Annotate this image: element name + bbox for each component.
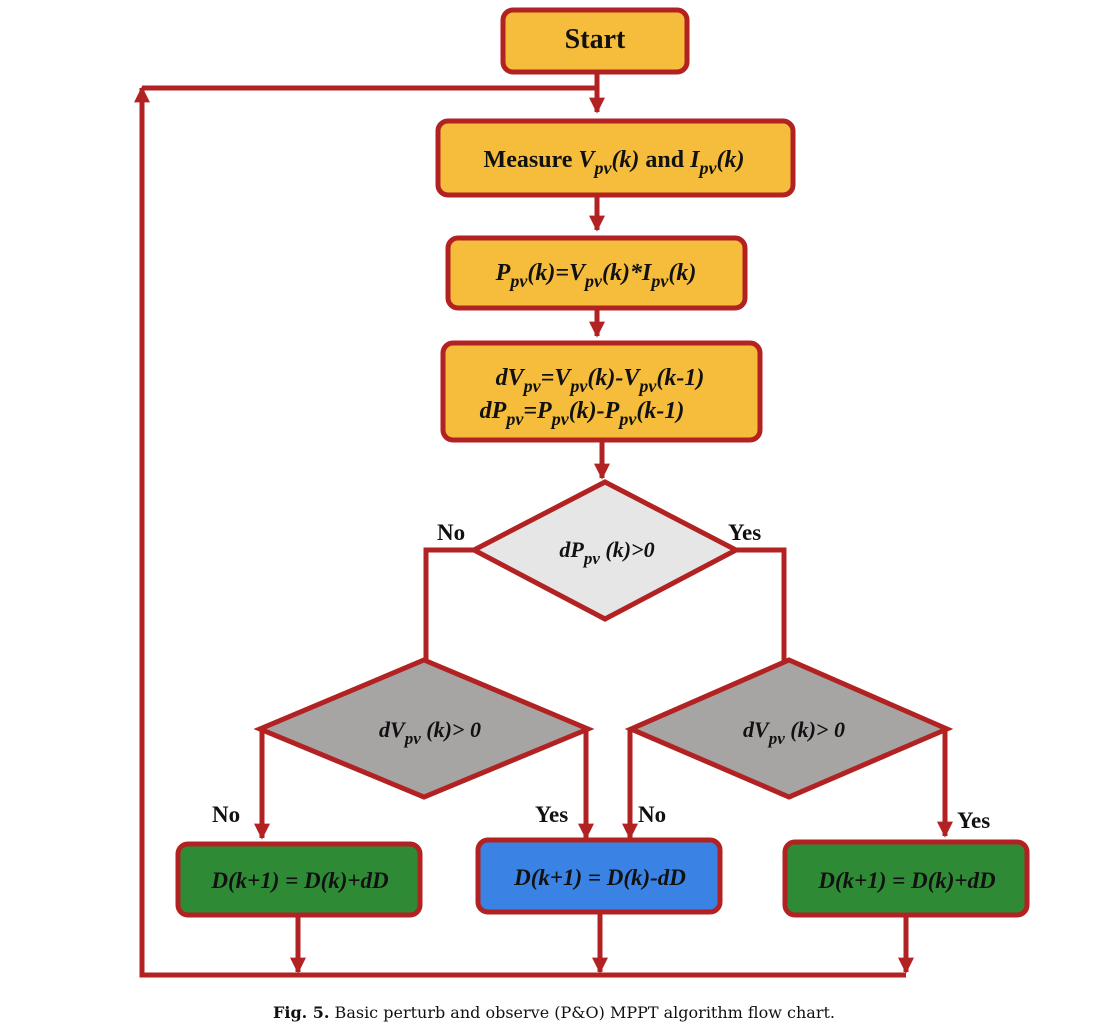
decision-power-diamond	[468, 479, 742, 622]
label-yes-top: Yes	[728, 520, 761, 545]
label-no-left: No	[212, 802, 240, 827]
power-formula: Ppv(k)=Vpv(k)*Ipv(k)	[495, 260, 697, 291]
label-no-right: No	[638, 802, 666, 827]
power-box	[445, 235, 748, 311]
start-label: Start	[565, 24, 626, 55]
decision-voltage-right-diamond	[624, 657, 954, 800]
figure-caption: Fig. 5. Basic perturb and observe (P&O) …	[0, 1003, 1108, 1022]
power-difference-formula: dPpv=Ppv(k)-Ppv(k-1)	[480, 398, 685, 429]
arrow-decision-yes-branch	[734, 547, 787, 662]
flowchart-diagram: Start Measure Vpv(k) and Ipv(k) Ppv(k)=V…	[133, 7, 1030, 978]
action-increase-left-label: D(k+1) = D(k)+dD	[210, 868, 389, 893]
decision-voltage-left-diamond	[253, 657, 595, 800]
measure-box	[435, 118, 796, 198]
caption-text: Basic perturb and observe (P&O) MPPT alg…	[329, 1003, 835, 1022]
feedback-loop	[133, 86, 906, 978]
decision-voltage-left-label: dVpv (k)> 0	[379, 717, 481, 748]
arrow-decision-no-branch	[423, 547, 476, 662]
label-no-top: No	[437, 520, 465, 545]
decision-power-label: dPpv (k)>0	[559, 537, 654, 568]
label-yes-left: Yes	[535, 802, 568, 827]
action-increase-right-label: D(k+1) = D(k)+dD	[817, 868, 996, 893]
action-increase-left-box	[175, 841, 423, 918]
decision-voltage-right-label: dVpv (k)> 0	[743, 717, 845, 748]
difference-box	[440, 340, 763, 443]
label-yes-right: Yes	[957, 808, 990, 833]
figure-number: Fig. 5.	[273, 1003, 330, 1022]
measure-label: Measure Vpv(k) and Ipv(k)	[484, 147, 745, 178]
voltage-difference-formula: dVpv=Vpv(k)-Vpv(k-1)	[496, 365, 705, 396]
action-decrease-label: D(k+1) = D(k)-dD	[513, 865, 686, 890]
start-box	[500, 7, 690, 75]
action-increase-right-box	[782, 839, 1030, 918]
connectors	[133, 72, 954, 978]
action-decrease-box	[475, 837, 723, 915]
